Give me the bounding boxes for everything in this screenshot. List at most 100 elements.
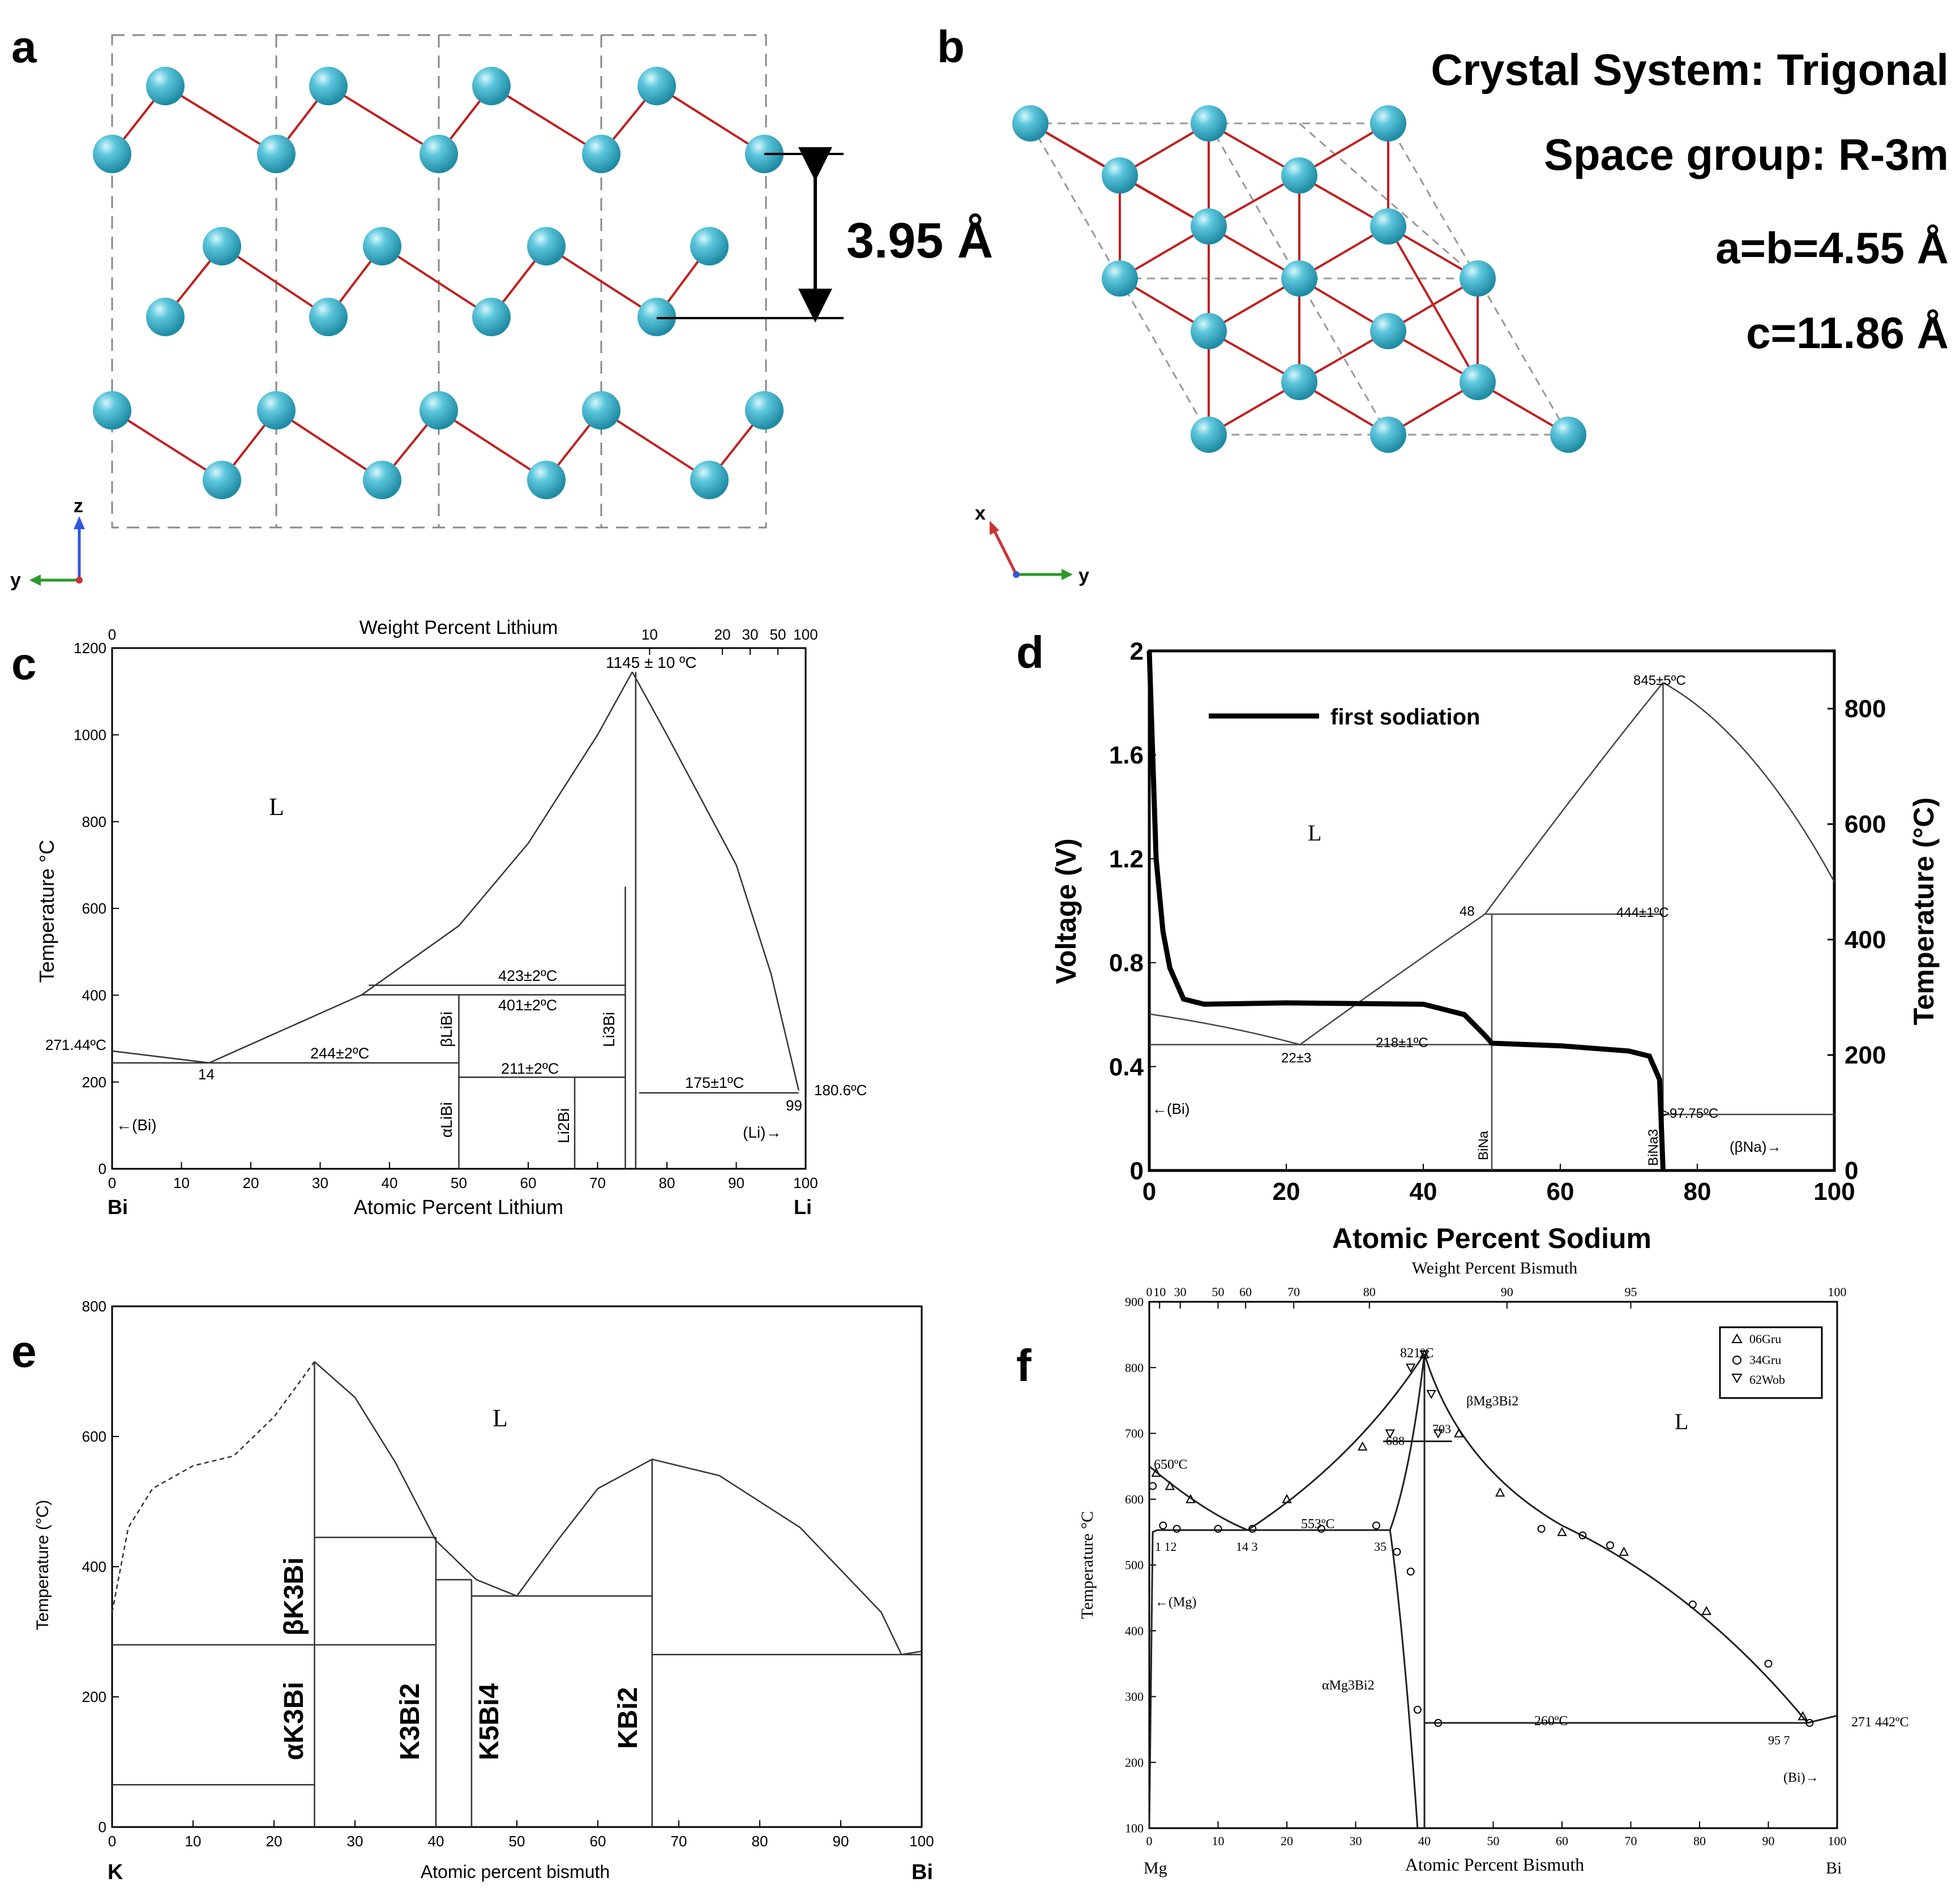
x-tick-label: 70	[671, 1833, 687, 1850]
marker-34gru	[1149, 1482, 1157, 1490]
e99-c: 99	[786, 1097, 802, 1114]
x-tick-label: 80	[1684, 1178, 1711, 1206]
x-tick-label: 30	[1350, 1834, 1362, 1848]
y-tick-label: 900	[1125, 1295, 1144, 1309]
top-tick-label: 0	[1146, 1285, 1153, 1299]
y-tick-label: 400	[1125, 1624, 1144, 1638]
li2bi-c: Li2Bi	[555, 1108, 572, 1143]
t703-f: 703	[1432, 1422, 1451, 1436]
marker-34gru	[1406, 1567, 1415, 1576]
bi-f: (Bi)→	[1783, 1770, 1819, 1785]
bi-atom	[203, 227, 241, 265]
legend-62wob: 62Wob	[1749, 1373, 1785, 1387]
right-end-c: Li	[794, 1195, 812, 1219]
t271-c: 271.44ºC	[45, 1036, 106, 1053]
lattice-c: c=11.86 Å	[1746, 308, 1949, 358]
t180-c: 180.6ºC	[814, 1082, 867, 1099]
panel-a-label: a	[11, 22, 37, 72]
marker-34gru	[1317, 1525, 1325, 1533]
marker-62wob	[1385, 1429, 1395, 1439]
bi-atom	[582, 391, 620, 430]
phase-lines-c	[112, 671, 800, 1169]
top-tick-label: 30	[742, 626, 759, 643]
y-tick-label: 1.2	[1109, 846, 1144, 873]
marker-06gru	[1454, 1428, 1464, 1438]
marker-62wob	[1406, 1363, 1416, 1373]
bi-atom	[472, 298, 511, 336]
legend-06gru: 06Gru	[1749, 1332, 1781, 1346]
x-tick-label: 30	[312, 1174, 328, 1191]
xlabel-f: Atomic Percent Bismuth	[1405, 1854, 1584, 1875]
y2-tick-label: 400	[1845, 926, 1886, 954]
y-tick-label: 200	[82, 1688, 106, 1705]
top-tick-label: 10	[1153, 1285, 1166, 1299]
bi-atom	[93, 135, 131, 173]
e14-c: 14	[198, 1066, 215, 1083]
x-tick-label: 90	[833, 1833, 849, 1850]
data-markers-f	[1149, 1349, 1814, 1727]
x-tick-label: 0	[108, 1833, 116, 1850]
bina3-d: BiNa3	[1646, 1129, 1661, 1166]
y-tick-label: 1.6	[1109, 741, 1144, 769]
top-tick-label: 90	[1501, 1285, 1513, 1299]
y-tick-label: 600	[1125, 1492, 1144, 1506]
legend-f: 06Gru 34Gru 62Wob	[1719, 1326, 1823, 1399]
legend-34gru: 34Gru	[1749, 1353, 1781, 1367]
phase-L-f: L	[1675, 1409, 1688, 1434]
x-tick-label: 20	[1273, 1178, 1300, 1206]
x-tick-label: 100	[793, 1174, 818, 1191]
x-tick-label: 40	[382, 1174, 398, 1191]
bina-d: BiNa	[1476, 1130, 1491, 1160]
bi-atom	[745, 391, 784, 430]
peak-c: 1145 ± 10 ºC	[606, 654, 697, 671]
bi-atom	[1370, 313, 1406, 349]
marker-34gru	[1159, 1521, 1167, 1530]
marker-06gru	[1282, 1494, 1292, 1503]
x-tick-label: 80	[1693, 1834, 1706, 1848]
phase-lines-f	[1148, 1353, 1838, 1829]
mg-f: ←(Mg)	[1155, 1595, 1196, 1610]
t175-c: 175±1ºC	[685, 1074, 744, 1091]
bi-phase-c: ←(Bi)	[116, 1116, 157, 1134]
bond	[327, 85, 440, 155]
panel-c-label: c	[11, 638, 37, 689]
x-tick-label: 50	[509, 1833, 525, 1850]
axis-z-label: z	[74, 495, 83, 517]
panel-f-label: f	[1016, 1340, 1032, 1391]
e957-f: 95 7	[1768, 1733, 1790, 1747]
bi-atom	[1281, 157, 1317, 194]
bi-atom	[309, 298, 348, 336]
y-tick-label: 0.4	[1109, 1053, 1144, 1081]
ylabel-c: Temperature °C	[35, 840, 58, 983]
e112-f: 1 12	[1155, 1540, 1177, 1554]
axes-triad-a: z y	[10, 495, 85, 591]
panel-d-label: d	[1016, 627, 1044, 677]
x-tick-label: 90	[1762, 1834, 1775, 1848]
top-tick-label: 60	[1239, 1285, 1252, 1299]
y-tick-label: 800	[82, 813, 106, 830]
x-tick-label: 50	[1487, 1834, 1500, 1848]
marker-06gru	[1186, 1494, 1196, 1503]
x-tick-label: 20	[266, 1833, 283, 1850]
space-group: Space group: R-3m	[1544, 130, 1949, 179]
panel-a: a 3.95 Å z y	[10, 22, 993, 591]
t218-d: 218±1ºC	[1376, 1035, 1428, 1050]
y-tick-label: 200	[1125, 1755, 1144, 1769]
bi-atom	[203, 461, 241, 499]
bi-atom	[637, 67, 676, 105]
marker-34gru	[1606, 1541, 1615, 1550]
y-tick-label: 0	[99, 1160, 106, 1177]
x-tick-label: 100	[1813, 1178, 1855, 1206]
bi-atom	[472, 67, 511, 105]
first-sodiation-curve	[1146, 650, 1666, 1171]
marker-34gru	[1393, 1547, 1401, 1556]
phase-ak3bi: αK3Bi	[279, 1682, 309, 1760]
phase-kbi2: KBi2	[613, 1687, 643, 1749]
bond	[438, 409, 547, 481]
xlabel-e: Atomic percent bismuth	[421, 1862, 610, 1882]
bi-chains	[93, 67, 784, 499]
